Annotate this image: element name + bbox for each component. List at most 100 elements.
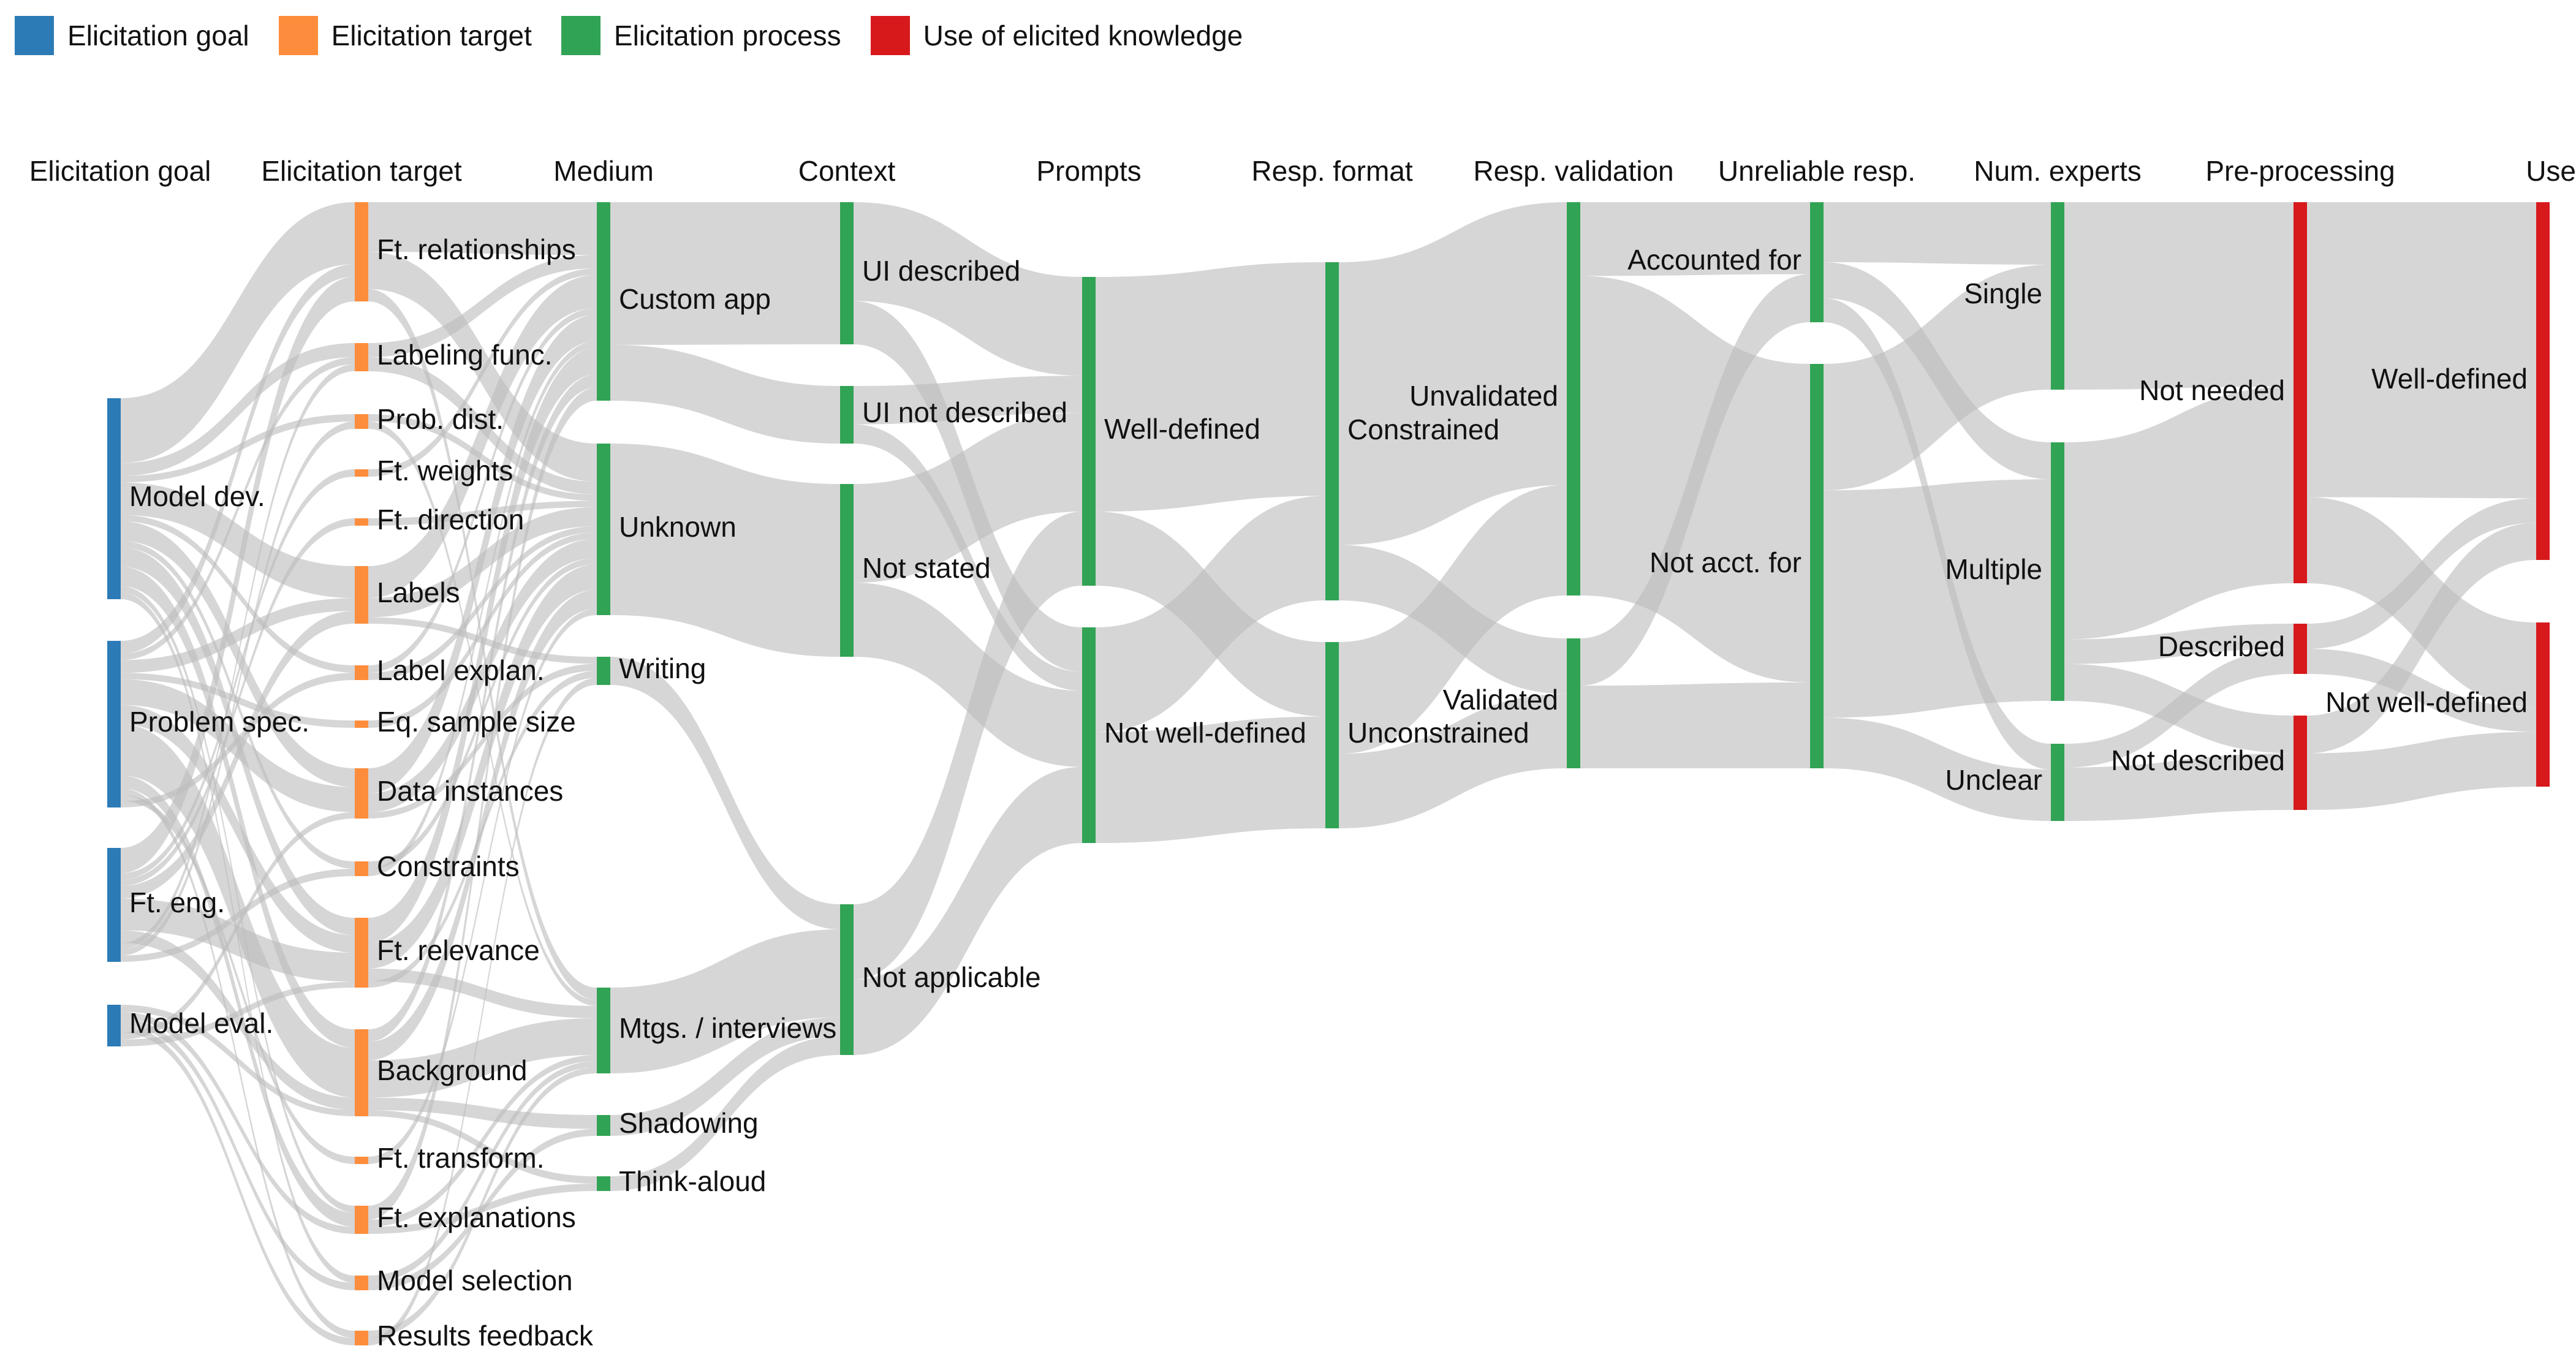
node-label: Not well-defined [2325, 686, 2528, 718]
sankey-link [121, 482, 355, 599]
sankey-node [1325, 262, 1339, 600]
sankey-node [355, 1276, 368, 1290]
sankey-link [121, 673, 355, 807]
sankey-node [2294, 624, 2307, 674]
node-label: Custom app [619, 283, 771, 315]
sankey-link [368, 414, 597, 501]
node-label: Ft. relationships [377, 233, 576, 265]
node-label: Ft. direction [377, 504, 524, 535]
sankey-link [2307, 523, 2536, 754]
sankey-link [121, 795, 355, 1164]
legend-swatch [561, 16, 600, 55]
sankey-node [597, 657, 610, 685]
sankey-link [1824, 717, 2051, 821]
sankey-node [355, 343, 368, 371]
column-title: Elicitation goal [29, 155, 211, 187]
sankey-link [368, 314, 597, 793]
node-label: Shadowing [619, 1107, 759, 1139]
node-label: Background [377, 1054, 528, 1086]
sankey-link [368, 589, 597, 1061]
sankey-node [355, 720, 368, 728]
sankey-node [1325, 642, 1339, 828]
sankey-node [355, 1331, 368, 1345]
legend-swatch [870, 16, 910, 55]
legend-label: Elicitation process [613, 20, 841, 51]
sankey-link [121, 775, 355, 1227]
sankey-link [121, 567, 355, 1048]
sankey-link [368, 1061, 597, 1283]
sankey-link [121, 515, 355, 673]
node-label: Labeling func. [377, 339, 552, 371]
node-label: Not acct. for [1650, 546, 1801, 578]
sankey-link [121, 357, 355, 660]
sankey-link [368, 539, 597, 812]
sankey-link [1824, 202, 2051, 265]
sankey-node [107, 641, 121, 807]
sankey-link [121, 1026, 355, 1345]
node-label: Ft. weights [377, 455, 513, 486]
sankey-link [368, 341, 597, 876]
column-title: Context [798, 155, 896, 187]
sankey-node [355, 469, 368, 477]
node-label: Ft. eng. [129, 887, 225, 918]
sankey-link [368, 678, 597, 1345]
sankey-link [121, 869, 355, 962]
sankey-link [368, 1055, 597, 1227]
sankey-node [355, 1206, 368, 1234]
sankey-link [2307, 732, 2536, 810]
sankey-link [368, 526, 597, 680]
sankey-link [368, 1129, 597, 1290]
sankey-link [121, 724, 355, 1098]
sankey-node [840, 484, 854, 657]
sankey-node [107, 1005, 121, 1046]
sankey-link [368, 374, 597, 1042]
column-title: Use [2526, 155, 2576, 187]
sankey-node [107, 398, 121, 599]
column-title: Unreliable resp. [1718, 155, 1915, 187]
sankey-node [2536, 622, 2550, 787]
node-label: Not stated [862, 552, 991, 584]
sankey-link [368, 968, 597, 1018]
sankey-link [1580, 202, 1810, 276]
links-group [121, 202, 2536, 1345]
node-label: Ft. transform. [377, 1142, 544, 1174]
sankey-link [368, 347, 597, 943]
sankey-node [355, 414, 368, 429]
sankey-node [597, 444, 610, 615]
sankey-link [121, 981, 355, 1046]
sankey-link [2064, 649, 2294, 768]
sankey-link [1339, 485, 1567, 754]
sankey-link [121, 679, 355, 812]
legend-swatch [15, 16, 54, 55]
node-label: Prob. dist. [377, 403, 504, 435]
node-label: Unconstrained [1347, 717, 1529, 749]
sankey-link [121, 469, 355, 880]
sankey-node [355, 518, 368, 526]
sankey-node [2294, 716, 2307, 810]
sankey-node [355, 566, 368, 624]
sankey-link [1096, 262, 1325, 512]
sankey-node [1810, 364, 1824, 768]
column-title: Prompts [1036, 155, 1141, 187]
legend-item: Use of elicited knowledge [870, 16, 1243, 55]
sankey-link [368, 268, 597, 477]
node-label: Unclear [1945, 764, 2042, 796]
node-label: Model selection [377, 1265, 573, 1296]
sankey-link [368, 1110, 597, 1184]
sankey-node [355, 861, 368, 876]
node-label: Accounted for [1627, 244, 1801, 276]
sankey-link [2064, 753, 2294, 821]
sankey-link [121, 705, 355, 953]
sankey-link [1580, 682, 1810, 768]
node-label: Ft. explanations [377, 1201, 576, 1233]
sankey-link [368, 664, 597, 819]
legend-item: Elicitation target [278, 16, 532, 55]
column-title: Num. experts [1974, 155, 2142, 187]
sankey-link [368, 308, 597, 673]
node-label: Validated [1443, 684, 1558, 716]
sankey-node [597, 1115, 610, 1136]
sankey-link [368, 255, 597, 357]
sankey-link [121, 1005, 355, 1116]
